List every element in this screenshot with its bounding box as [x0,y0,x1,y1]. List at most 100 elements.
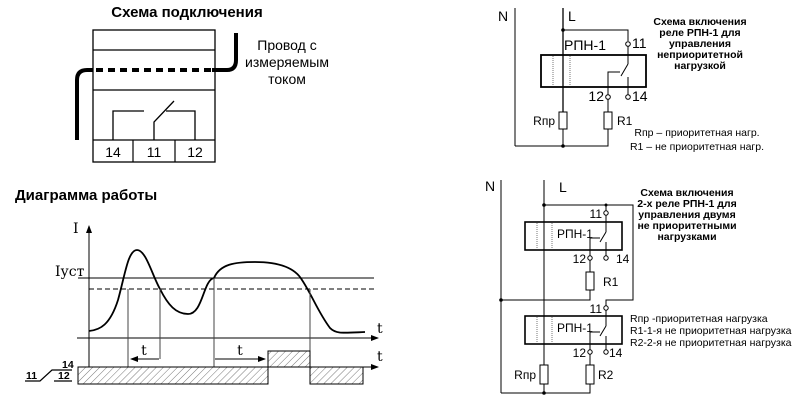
resistor-r1 [603,111,613,130]
resistor-label: R1 [617,114,633,128]
line-label: L [568,8,576,24]
scheme-title: нагрузкой [674,60,726,72]
neutral-label: N [485,178,495,194]
terminal-label: 12 [573,252,587,266]
state-bar-14 [267,350,311,368]
scheme-title: Схема включения [640,187,733,199]
state-bar-12 [77,366,269,385]
contact-12 [166,110,196,140]
delay-label: t [141,343,147,359]
operation-diagram-title: Диаграмма работы [15,187,157,204]
relay-name: РПН-1 [564,37,606,53]
terminal-label: 14 [632,88,648,104]
switch-blade [599,325,607,337]
neutral-label: N [498,8,508,24]
terminal-label: 12 [573,346,587,360]
wire [515,129,609,147]
threshold-label: Iуст [55,264,85,280]
contact-14 [112,110,144,140]
contact-symbol [25,369,72,382]
wire [501,384,591,394]
connection-scheme-title: Схема подключения [111,4,262,21]
scheme-title: реле РПН-1 для [659,27,740,39]
measured-wire [75,68,93,140]
state-bar-12 [309,366,364,385]
junction [542,391,546,395]
wire [563,29,629,41]
wire-label: током [268,71,306,87]
resistor-priority [539,364,549,385]
terminal-label: 11 [147,144,162,160]
relay-body [524,315,623,345]
relay-body [524,221,623,251]
measured-wire [212,33,238,72]
scheme-title: неприоритетной [657,49,743,61]
scheme-title: 2-х реле РПН-1 для [637,198,736,210]
resistor-label: Rпр [533,114,555,128]
relay-name: РПН-1 [557,227,593,241]
resistor-r1 [585,271,595,291]
terminal-label: 14 [616,252,630,266]
resistor-label: Rпр [514,368,536,382]
relay-name: РПН-1 [557,321,593,335]
wire [544,204,634,306]
switch-blade [599,231,607,243]
contact-blade [153,100,175,140]
scheme-title: нагрузками [657,231,716,243]
legend-item: R1-1-я не приоритетная нагрузка [630,325,792,337]
relay-body [540,54,647,88]
resistor-priority [558,111,568,130]
terminal-11 [625,41,631,47]
scheme-title: Схема включения [653,16,746,28]
scheme-double-relay: N L РПН-1 11 12 14 R1 РПН-1 11 [485,178,792,395]
switch-blade [620,63,629,77]
junction [499,298,503,302]
terminal-11 [603,210,609,216]
terminal-label: 11 [632,35,647,51]
resistor-label: R1 [603,275,619,289]
legend-item: R2-2-я не приоритетная нагрузка [630,337,792,349]
terminal-12 [605,94,611,100]
terminal-14 [603,255,609,261]
wire [589,331,600,350]
line-label: L [559,179,567,195]
terminal-12 [587,349,593,355]
wire-label: измеряемым [245,54,329,70]
junction [561,144,565,148]
scheme-title: не приоритетными [637,220,736,232]
terminal-label: 14 [609,346,623,360]
time-axis-label: t [377,321,383,337]
legend-item: Rпр -приоритетная нагрузка [630,313,768,325]
terminal-12 [587,255,593,261]
scheme-single-relay: N L РПН-1 11 12 14 Rпр R1 Схема включени… [498,8,764,153]
terminal-label: 12 [588,88,604,104]
relay-body [92,29,216,163]
resistor-label: R2 [598,368,614,382]
terminal-label: 11 [590,302,603,316]
scheme-title: управления двумя [638,209,735,221]
terminal-14 [603,349,609,355]
current-curve [88,249,366,334]
terminal-label: 14 [105,144,121,160]
wire [589,237,600,256]
terminal-label: 11 [590,207,603,221]
wire-label: Провод с [257,37,316,53]
connection-scheme: Схема подключения 14 11 12 Провод с изме… [75,4,329,163]
legend-item: Rпр – приоритетная нагр. [634,127,759,139]
contact-label-14: 14 [62,359,74,371]
terminal-11 [603,305,609,311]
resistor-r2 [585,364,595,385]
scheme-title: управления [669,38,731,50]
wire [607,71,620,95]
delay-label: t [237,343,243,359]
time-axis-label: t [377,349,383,365]
terminal-14 [625,94,631,100]
contact-label-12: 12 [58,370,70,382]
operation-diagram: Диаграмма работы I t Iуст t t t 14 11 1 [15,187,383,385]
wire [501,290,591,301]
terminal-label: 12 [187,144,203,160]
legend-item: R1 – не приоритетная нагр. [630,141,764,153]
current-axis-label: I [73,221,79,237]
contact-label-11: 11 [26,370,37,382]
